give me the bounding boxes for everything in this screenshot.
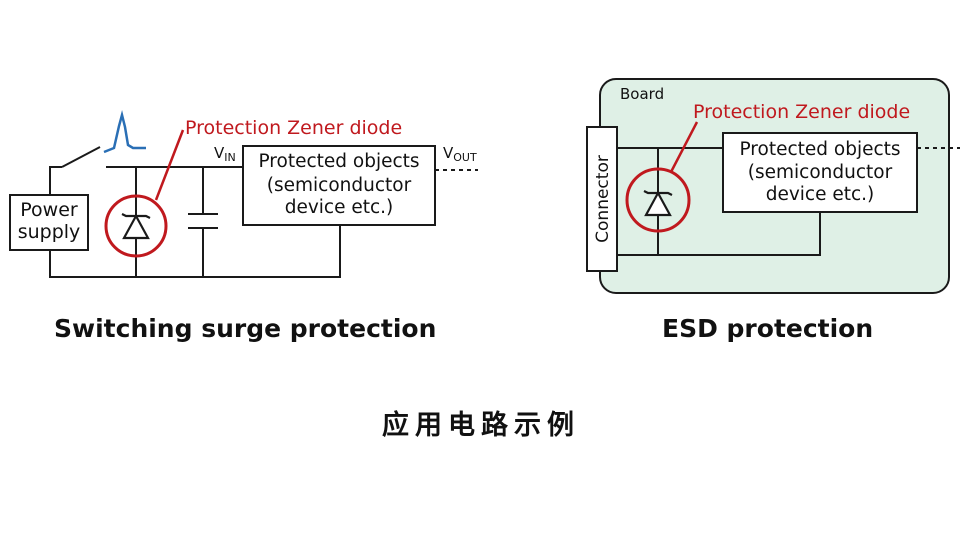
protected-objects-box-left [242,145,436,226]
protected-text-left-1: Protected objects [258,151,419,172]
protected-text-right-1: Protected objects [739,139,900,160]
zener-label-right: Protection Zener diode [693,101,910,123]
esd-caption: ESD protection [662,314,874,343]
zener-label-left: Protection Zener diode [185,117,402,139]
connector-label: Connector [593,155,613,243]
power-supply-label-1: Power [20,199,78,221]
zener-diode-left [121,213,151,240]
switching-surge-circuit [9,145,478,278]
protected-text-left-2: (semiconductor [267,175,412,196]
protected-text-right-3: device etc.) [766,184,875,205]
board-label: Board [620,85,664,103]
protected-text-right-2: (semiconductor [748,162,893,183]
esd-circuit [586,126,960,272]
vout-label: VOUT [443,144,477,164]
zener-pointer-left [154,129,185,201]
switching-surge-caption: Switching surge protection [54,314,437,343]
zener-highlight-circle-left [104,194,168,258]
connector-box [586,126,618,272]
zener-diode-right [643,190,673,217]
protected-objects-box-right [722,132,918,213]
page-title: 应用电路示例 [382,410,580,441]
esd-bottom-rail [617,212,821,256]
bottom-rail [49,225,341,278]
power-supply-box [9,194,89,251]
supply-top-wire [49,166,62,195]
vin-label: VIN [214,144,236,164]
switch-blade [61,146,101,168]
zener-highlight-circle-right [625,167,691,233]
power-supply-label-2: supply [18,221,81,243]
surge-pulse-icon [103,110,146,154]
protected-text-left-3: device etc.) [285,197,394,218]
zener-pointer-right [669,121,699,173]
